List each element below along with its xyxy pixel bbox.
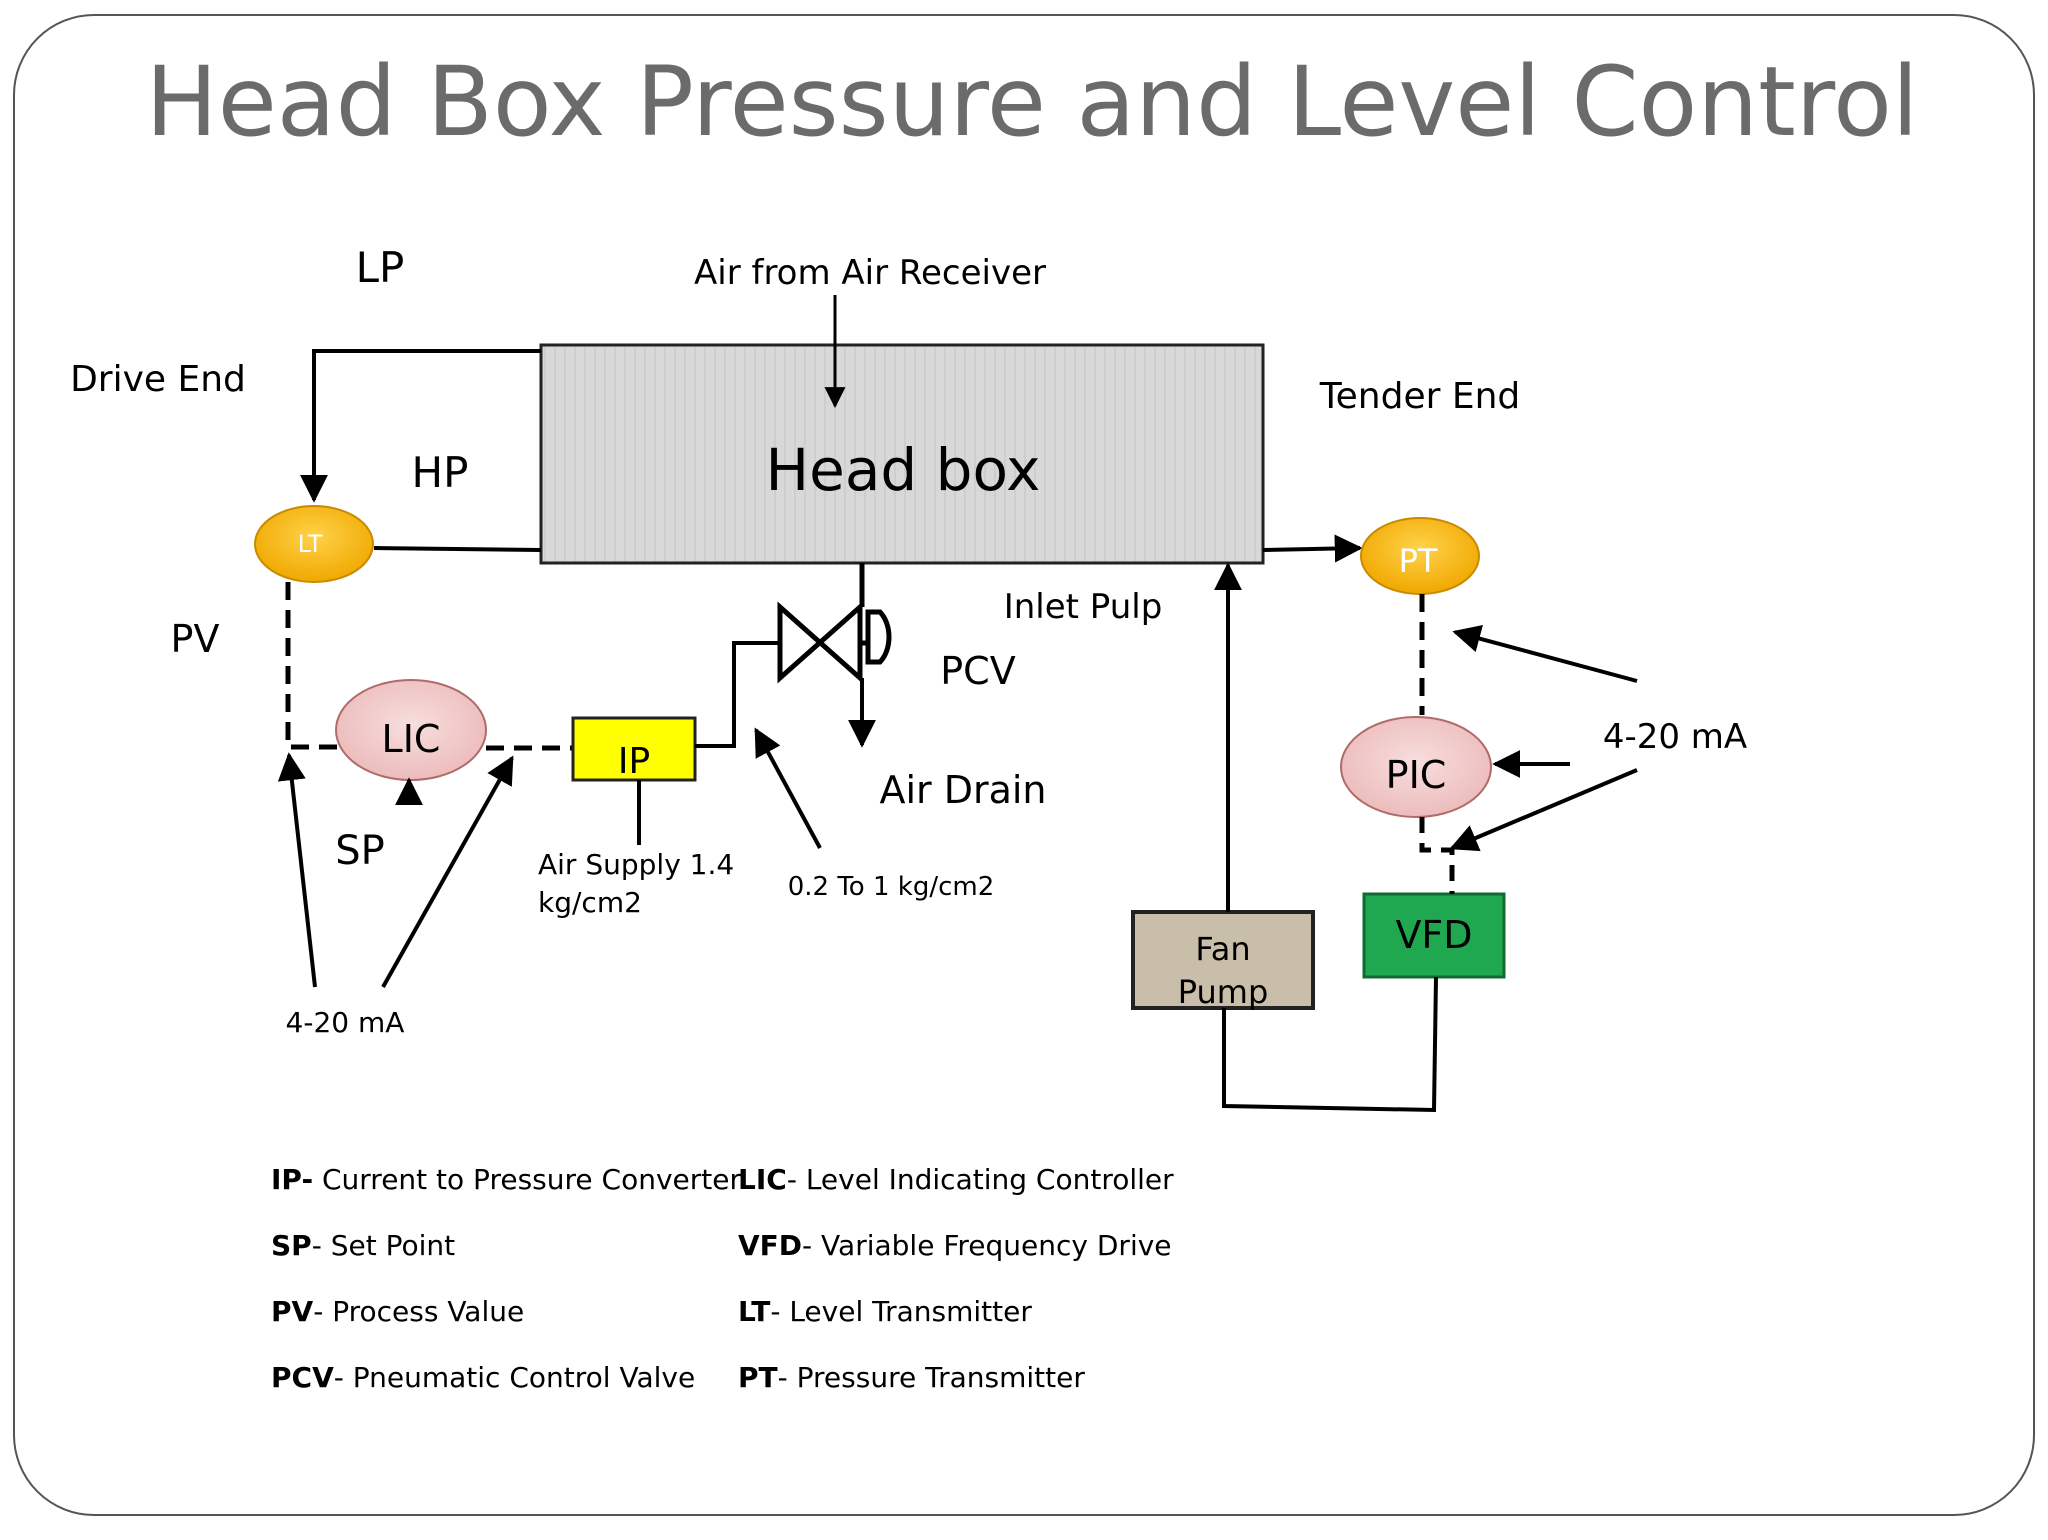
ip-converter (571, 716, 697, 782)
slide-title: Head Box Pressure and Level Control (146, 46, 1919, 158)
legend-item-vfd: VFD- Variable Frequency Drive (738, 1229, 1172, 1262)
drive-end-label: Drive End (70, 359, 246, 400)
lp-label: LP (356, 243, 405, 292)
legend-item-lt: LT- Level Transmitter (738, 1295, 1032, 1328)
fan-pump-label-2: Pump (1178, 973, 1269, 1011)
lp-line (300, 349, 541, 503)
legend-item-sp: SP- Set Point (271, 1229, 455, 1262)
left-signal-arrow-2 (381, 755, 514, 988)
pic-to-vfd-signal (1419, 817, 1455, 894)
right-signal-label: 4-20 mA (1603, 717, 1747, 757)
fan-pump (1131, 910, 1315, 1010)
air-supply-label-2: kg/cm2 (538, 886, 642, 919)
legend-item-pcv: PCV- Pneumatic Control Valve (271, 1361, 695, 1394)
pv-label: PV (171, 617, 220, 661)
lic-label: LIC (382, 717, 441, 761)
hp-label: HP (412, 448, 469, 497)
pump-vfd-wire (1222, 976, 1438, 1113)
legend-item-pv: PV- Process Value (271, 1295, 524, 1328)
sp-label: SP (335, 828, 385, 874)
head-box (539, 343, 1265, 565)
right-signal-arrow-3 (1449, 768, 1638, 852)
vfd-label: VFD (1395, 913, 1472, 957)
inlet-pulp-label: Inlet Pulp (1004, 587, 1163, 627)
pcv-label: PCV (940, 649, 1015, 693)
fan-pump-label-1: Fan (1195, 930, 1250, 968)
pt-label: PT (1399, 542, 1438, 580)
left-signal-label: 4-20 mA (286, 1006, 405, 1039)
legend-item-pt: PT- Pressure Transmitter (738, 1361, 1085, 1394)
pic-controller (1340, 716, 1492, 818)
legend: IP- Current to Pressure Converter LIC- L… (271, 1163, 1174, 1394)
right-signal-arrow-1 (1452, 625, 1638, 683)
pic-label: PIC (1386, 753, 1447, 797)
tender-end-label: Tender End (1319, 376, 1521, 417)
pressure-line (1262, 534, 1363, 563)
slide-frame (13, 14, 2035, 1516)
lt-label: LT (298, 530, 323, 558)
ip-label: IP (618, 741, 650, 782)
pressure-range-arrow (754, 727, 822, 849)
pressure-range-label: 0.2 To 1 kg/cm2 (788, 872, 995, 902)
air-supply-label-1: Air Supply 1.4 (538, 848, 734, 881)
legend-item-lic: LIC- Level Indicating Controller (738, 1163, 1174, 1196)
head-box-label: Head box (766, 436, 1041, 504)
left-signal-arrow-1 (277, 752, 317, 988)
hp-line (373, 546, 542, 552)
air-drain-label: Air Drain (879, 768, 1046, 812)
air-from-receiver-label: Air from Air Receiver (694, 253, 1046, 293)
ip-to-pcv-line (695, 641, 782, 748)
lt-to-lic-signal (285, 582, 337, 750)
legend-item-ip: IP- Current to Pressure Converter (271, 1163, 741, 1196)
lt-transmitter (254, 505, 374, 583)
